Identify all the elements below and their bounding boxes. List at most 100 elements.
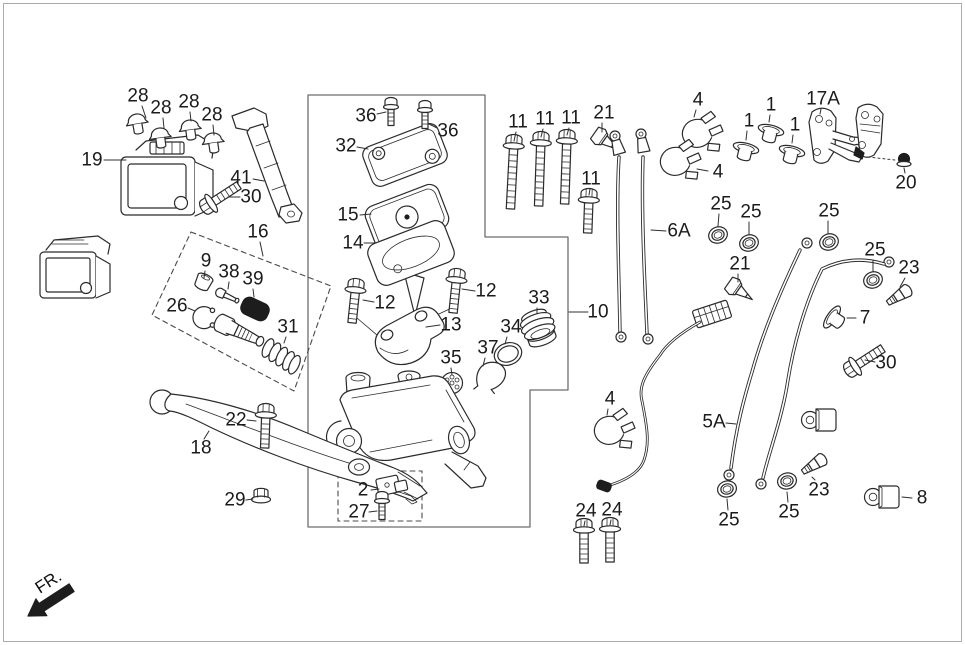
leader-line-39-15 xyxy=(252,288,255,298)
part-37-clip xyxy=(472,358,509,397)
leader-line-11-32 xyxy=(540,128,544,138)
part-12-bolt xyxy=(340,276,368,325)
leader-line-23-49 xyxy=(899,277,906,288)
leader-line-1-39 xyxy=(768,114,771,123)
part-33-boot-cap xyxy=(515,304,562,352)
leader-line-34-23 xyxy=(504,336,508,345)
leader-line-25-44 xyxy=(717,213,720,227)
part-11-bolt xyxy=(576,187,601,234)
part-12-bolt xyxy=(441,266,469,315)
leader-line-11-34 xyxy=(588,188,591,196)
kit-16-dashed-box xyxy=(151,231,332,392)
leader-lines-layer xyxy=(103,105,913,527)
part-23-bleeder-valve xyxy=(883,282,915,310)
leader-line-28-2 xyxy=(189,111,192,122)
leader-line-28-1 xyxy=(162,117,165,129)
leader-line-24-58 xyxy=(583,520,586,527)
leader-line-31-17 xyxy=(283,336,287,344)
leader-line-36-7 xyxy=(376,111,387,115)
leader-line-25-53 xyxy=(726,498,729,511)
leader-line-36-8 xyxy=(428,123,438,129)
leader-line-5a-52 xyxy=(725,422,737,425)
leader-line-20-43 xyxy=(903,167,906,174)
leader-line-12-19 xyxy=(461,288,476,292)
leader-line-28-3 xyxy=(212,124,215,136)
part-27-screw xyxy=(373,490,391,521)
part-20-nut xyxy=(896,152,912,168)
leader-line-38-14 xyxy=(227,281,230,290)
leader-line-13-20 xyxy=(425,324,441,328)
part-5a-brake-hose xyxy=(723,237,813,481)
leader-line-4-38 xyxy=(696,168,709,172)
leader-line-22-29 xyxy=(246,419,257,422)
part-25-washer xyxy=(705,223,731,247)
part-6a-brake-hoses xyxy=(609,128,654,345)
leader-line-8-56 xyxy=(901,496,913,499)
part-1-grommet xyxy=(729,139,761,164)
leader-line-9-13 xyxy=(203,270,206,279)
part-28-push-nut xyxy=(124,111,151,137)
fr-indicator: FR. xyxy=(27,566,75,617)
leader-line-11-31 xyxy=(513,131,517,142)
leader-line-15-10 xyxy=(359,213,372,216)
part-1-grommet xyxy=(754,121,786,146)
part-14-float xyxy=(367,220,455,317)
part-9-cup xyxy=(194,272,214,292)
part-4-hose-clip xyxy=(590,406,639,455)
leader-line-35-21 xyxy=(450,367,453,376)
part-11-bolt xyxy=(499,133,526,211)
leader-line-1-41 xyxy=(791,134,794,144)
part-2-switch xyxy=(375,474,418,505)
part-17a-bracket xyxy=(808,107,867,164)
part-8-clamp xyxy=(863,485,900,509)
leader-line-2-26 xyxy=(370,488,380,491)
leader-line-37-22 xyxy=(482,357,486,367)
leader-line-30-51 xyxy=(864,359,876,363)
leader-line-16-12 xyxy=(259,241,264,257)
leader-line-23-55 xyxy=(811,476,816,481)
part-23-bleeder-valve xyxy=(798,451,830,479)
fr-arrow xyxy=(27,583,75,617)
brake-hose-rear xyxy=(755,256,895,490)
leader-line-26-16 xyxy=(187,307,196,312)
leader-line-25-54 xyxy=(786,491,789,503)
part-10-master-cylinder-body xyxy=(325,370,487,489)
sensor-wire xyxy=(596,299,732,493)
part-38-rod xyxy=(215,287,240,304)
part-25-washer xyxy=(860,268,886,292)
part-41-bracket xyxy=(231,107,303,224)
hose-clamp xyxy=(800,408,837,432)
part-39-boot xyxy=(240,296,270,322)
part-32-reservoir-cap xyxy=(362,123,448,187)
leader-line-29-30 xyxy=(245,498,254,501)
part-30-bolt xyxy=(839,338,890,382)
part-25-washer xyxy=(736,231,762,255)
part-31-spring xyxy=(257,336,306,377)
leader-line-6a-36 xyxy=(650,229,667,232)
leader-line-4-37 xyxy=(693,109,697,118)
leader-line-24-59 xyxy=(609,519,612,526)
leader-line-1-40 xyxy=(745,130,748,141)
part-29-nut xyxy=(250,487,272,504)
part-25-washer xyxy=(715,478,739,500)
leader-line-32-9 xyxy=(356,146,369,150)
part-11-bolt xyxy=(553,128,579,205)
part-25-washer xyxy=(816,230,842,254)
leader-line-11-33 xyxy=(566,127,570,136)
leader-line-12-18 xyxy=(362,299,375,303)
assembly-10-outline-box xyxy=(307,94,569,528)
part-11-bolt xyxy=(527,130,553,207)
leader-line-18-28 xyxy=(203,430,210,440)
leader-line-28-0 xyxy=(141,105,147,119)
leader-line-27-27 xyxy=(368,510,378,513)
part-13-clamp xyxy=(374,306,445,366)
part-1-grommet xyxy=(775,142,807,167)
leader-line-41-5 xyxy=(252,178,265,182)
part-36-screw xyxy=(382,96,400,127)
part-7-grommet xyxy=(820,302,851,336)
abs-modulator-alt-view xyxy=(39,235,111,299)
leader-line-17a-42 xyxy=(819,108,822,115)
part-21-banjo-bolt xyxy=(722,274,759,308)
